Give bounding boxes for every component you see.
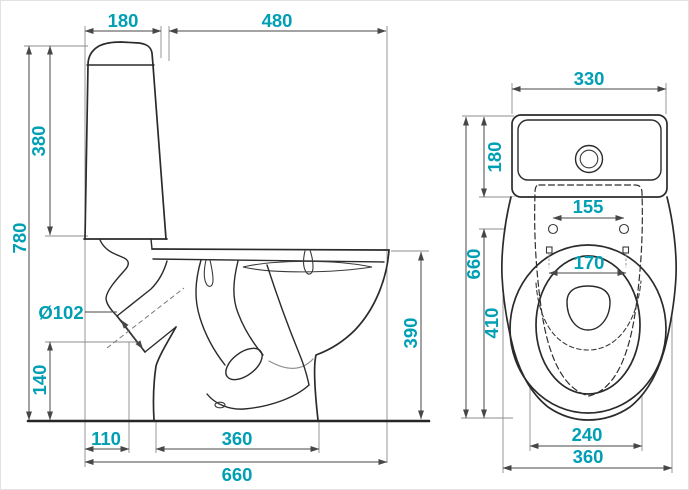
dim-cistern-height: 380 [28, 126, 49, 157]
toilet-side-outline [83, 41, 390, 421]
dim-hinge-hole-spacing: 155 [573, 196, 604, 217]
dim-cistern-width: 330 [574, 68, 605, 89]
hinge-hole-left [547, 223, 559, 235]
drain-hole [566, 285, 611, 331]
rim-channel-detail [203, 259, 214, 287]
outlet-pipe-centerline [106, 287, 185, 349]
bowl-inner-wall [266, 264, 310, 386]
dim-rim-height: 390 [400, 318, 421, 349]
dim-outlet-diameter: Ø102 [38, 302, 83, 323]
seat-lid-hidden-outline [534, 184, 643, 397]
dim-bowl-inner-width: 240 [572, 424, 603, 445]
toilet-top-outline [500, 114, 678, 421]
dim-bumper-spacing: 170 [574, 252, 605, 273]
dim-outlet-offset: 110 [91, 428, 121, 449]
top-view: 330 180 660 410 155 170 240 360 [461, 68, 678, 473]
side-view-dimensions [26, 28, 424, 465]
rim-water-line [242, 260, 373, 273]
body-back-profile [99, 239, 129, 317]
side-view-extension-lines [24, 26, 429, 467]
flush-button-outer [574, 144, 604, 174]
dim-outlet-center-height: 140 [29, 365, 50, 396]
top-view-dimensions [463, 86, 673, 471]
dim-base-depth: 360 [222, 428, 253, 449]
bowl-front-edge [313, 249, 390, 421]
trap-outlet-ellipse [225, 347, 263, 381]
outlet-pipe-top [116, 260, 168, 317]
trap-tube-right [233, 260, 264, 356]
seat-bottom-line [152, 258, 385, 263]
hinge-detail [303, 249, 314, 275]
dim-bowl-width: 360 [573, 446, 604, 467]
dim-total-depth-side: 660 [222, 464, 253, 485]
dim-seat-projection: 480 [262, 10, 293, 31]
trap-tube-left [195, 259, 226, 366]
cistern-front [152, 64, 167, 240]
seat-bumper-right [622, 246, 630, 254]
dim-bowl-depth: 410 [481, 308, 502, 339]
outlet-pipe-bottom [144, 326, 177, 353]
body-outline [500, 196, 678, 421]
pedestal-back-edge [152, 326, 177, 421]
cistern-top-outer [511, 114, 668, 198]
flush-button-inner [579, 149, 599, 169]
dim-cistern-depth: 180 [484, 142, 505, 173]
dim-total-depth-top: 660 [463, 249, 484, 280]
seat-step [150, 238, 153, 250]
seat-top-line [151, 248, 390, 251]
bowl-base-joint [268, 358, 314, 369]
pedestal-recess [206, 384, 310, 410]
fixing-hole [214, 401, 226, 409]
cistern-lid [87, 41, 154, 66]
dim-total-height: 780 [9, 223, 30, 254]
cistern-top-lid [517, 119, 662, 181]
bowl-rim-hidden-edge [535, 280, 642, 351]
seat-bumper-left [545, 246, 553, 254]
hinge-hole-right [618, 223, 630, 235]
seat-outer-ring [509, 244, 667, 414]
diameter-arrow [120, 319, 144, 350]
seat-opening [535, 255, 641, 395]
side-view: 180 480 380 780 Ø102 140 390 110 360 660 [9, 10, 431, 485]
cistern-back [84, 64, 89, 240]
dim-cistern-top-width: 180 [108, 10, 139, 31]
